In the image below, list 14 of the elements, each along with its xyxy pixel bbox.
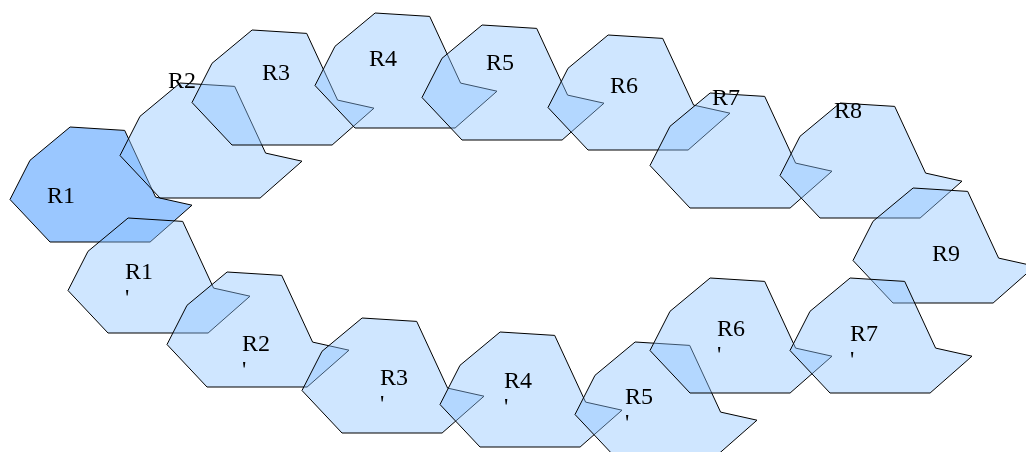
region-label: R1	[47, 182, 76, 208]
region-label: R2 '	[242, 330, 271, 382]
region-label: R4	[369, 45, 398, 71]
region-label: R6 '	[717, 315, 746, 367]
region-label: R5	[486, 49, 515, 75]
region-label: R4 '	[504, 367, 533, 419]
region-label: R9	[932, 240, 961, 266]
region-label: R1 '	[125, 258, 154, 310]
region-label: R6	[610, 72, 639, 98]
region-label: R5 '	[625, 383, 654, 435]
region-label: R7 '	[850, 320, 879, 372]
region-label: R3	[262, 59, 291, 85]
region-label: R3 '	[380, 364, 409, 416]
region-label: R8	[834, 97, 863, 123]
